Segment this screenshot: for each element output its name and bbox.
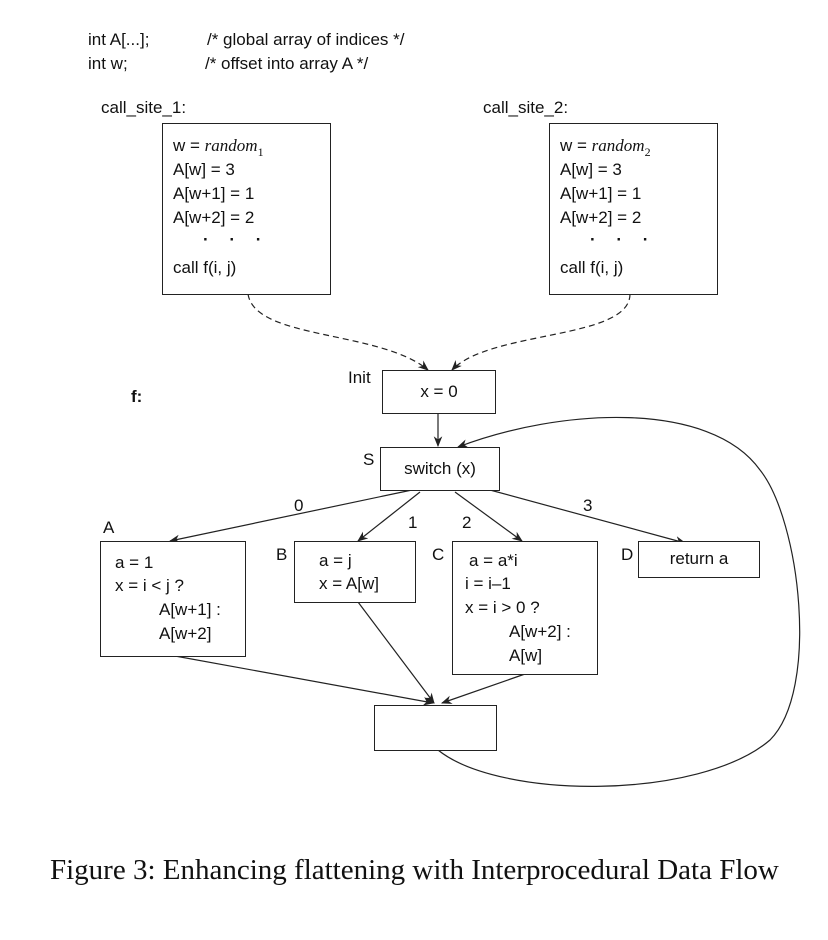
call-site-2-random: random bbox=[591, 136, 645, 155]
figure-caption: Figure 3: Enhancing flattening with Inte… bbox=[50, 854, 779, 886]
call-site-2-ellipsis: · · · bbox=[590, 230, 657, 249]
function-label: f: bbox=[131, 387, 143, 406]
edge-switch-b bbox=[357, 491, 421, 542]
block-b-line: x = A[w] bbox=[319, 574, 379, 593]
call-site-2-random-sub: 2 bbox=[644, 145, 651, 159]
call-site-2-w-prefix: w = bbox=[560, 136, 592, 155]
block-a-line: A[w+1] : bbox=[159, 600, 221, 619]
call-site-1-ellipsis: · · · bbox=[203, 230, 270, 249]
decl-offset-comment: /* offset into array A */ bbox=[205, 54, 369, 73]
call-site-2-line: A[w+2] = 2 bbox=[560, 208, 642, 227]
call-site-1-box: w = random1 A[w] = 3 A[w+1] = 1 A[w+2] =… bbox=[162, 123, 331, 295]
call-site-1-call: call f(i, j) bbox=[173, 258, 237, 277]
decl-array-comment: /* global array of indices */ bbox=[207, 30, 405, 49]
call-site-1-random-sub: 1 bbox=[257, 145, 264, 159]
edge-a-join bbox=[174, 655, 435, 706]
call-site-1-line: A[w+2] = 2 bbox=[173, 208, 255, 227]
block-d-code: return a bbox=[669, 549, 729, 568]
block-b-box: a = j x = A[w] bbox=[294, 541, 416, 603]
switch-label: S bbox=[363, 450, 375, 469]
call-site-1-w-prefix: w = bbox=[173, 136, 205, 155]
edge-label-3: 3 bbox=[583, 496, 593, 515]
edge-switch-d bbox=[489, 489, 687, 545]
edge-label-0: 0 bbox=[294, 496, 304, 515]
decl-offset-code: int w; bbox=[88, 54, 128, 73]
call-site-2-call: call f(i, j) bbox=[560, 258, 624, 277]
call-site-2-assign: w = random2 bbox=[560, 134, 651, 159]
block-c-line: A[w] bbox=[509, 646, 543, 665]
switch-box: switch (x) bbox=[380, 447, 500, 491]
call-site-2-line: A[w] = 3 bbox=[560, 160, 622, 179]
call-site-1-line: A[w+1] = 1 bbox=[173, 184, 255, 203]
block-d-box: return a bbox=[638, 541, 760, 578]
block-d-label: D bbox=[621, 545, 634, 564]
block-c-line: x = i > 0 ? bbox=[465, 598, 540, 617]
call-site-2-box: w = random2 A[w] = 3 A[w+1] = 1 A[w+2] =… bbox=[549, 123, 718, 295]
call-site-1-assign: w = random1 bbox=[173, 134, 264, 159]
block-a-line: a = 1 bbox=[115, 553, 154, 572]
call-site-1-line: A[w] = 3 bbox=[173, 160, 235, 179]
call-site-1-random: random bbox=[204, 136, 258, 155]
edge-callsite1-init bbox=[247, 293, 429, 371]
block-a-line: A[w+2] bbox=[159, 624, 212, 643]
block-b-line: a = j bbox=[319, 551, 352, 570]
join-block-box bbox=[374, 705, 497, 751]
edge-label-2: 2 bbox=[462, 513, 472, 532]
edge-callsite2-init bbox=[451, 293, 631, 371]
decl-array-code: int A[...]; bbox=[88, 30, 150, 49]
switch-code: switch (x) bbox=[404, 459, 476, 478]
init-box: x = 0 bbox=[382, 370, 496, 414]
block-c-line: A[w+2] : bbox=[509, 622, 571, 641]
call-site-2-line: A[w+1] = 1 bbox=[560, 184, 642, 203]
edge-b-join bbox=[357, 601, 435, 704]
block-a-label: A bbox=[103, 518, 115, 537]
edge-label-1: 1 bbox=[408, 513, 418, 532]
block-a-line: x = i < j ? bbox=[115, 576, 184, 595]
init-label: Init bbox=[348, 368, 371, 387]
block-c-line: a = a*i bbox=[469, 551, 518, 570]
block-c-line: i = i–1 bbox=[465, 574, 511, 593]
edge-join-switch-loop bbox=[437, 416, 801, 787]
block-a-box: a = 1 x = i < j ? A[w+1] : A[w+2] bbox=[100, 541, 246, 657]
init-code: x = 0 bbox=[420, 382, 458, 401]
block-b-label: B bbox=[276, 545, 288, 564]
edge-switch-c bbox=[454, 491, 523, 542]
call-site-2-label: call_site_2: bbox=[483, 98, 569, 117]
edge-c-join bbox=[440, 673, 526, 704]
block-c-label: C bbox=[432, 545, 445, 564]
block-c-box: a = a*i i = i–1 x = i > 0 ? A[w+2] : A[w… bbox=[452, 541, 598, 675]
call-site-1-label: call_site_1: bbox=[101, 98, 187, 117]
edge-switch-a bbox=[168, 489, 413, 544]
